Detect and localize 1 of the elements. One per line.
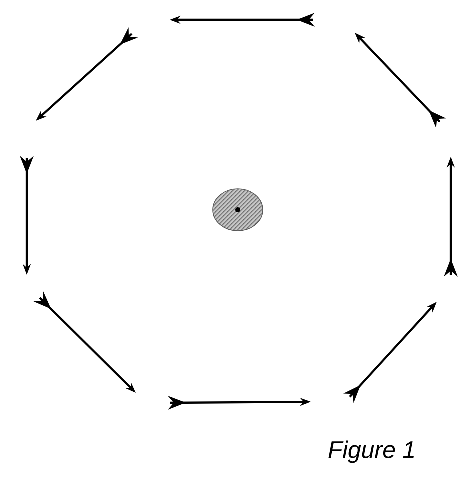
figure-caption: Figure 1 [328,440,414,464]
